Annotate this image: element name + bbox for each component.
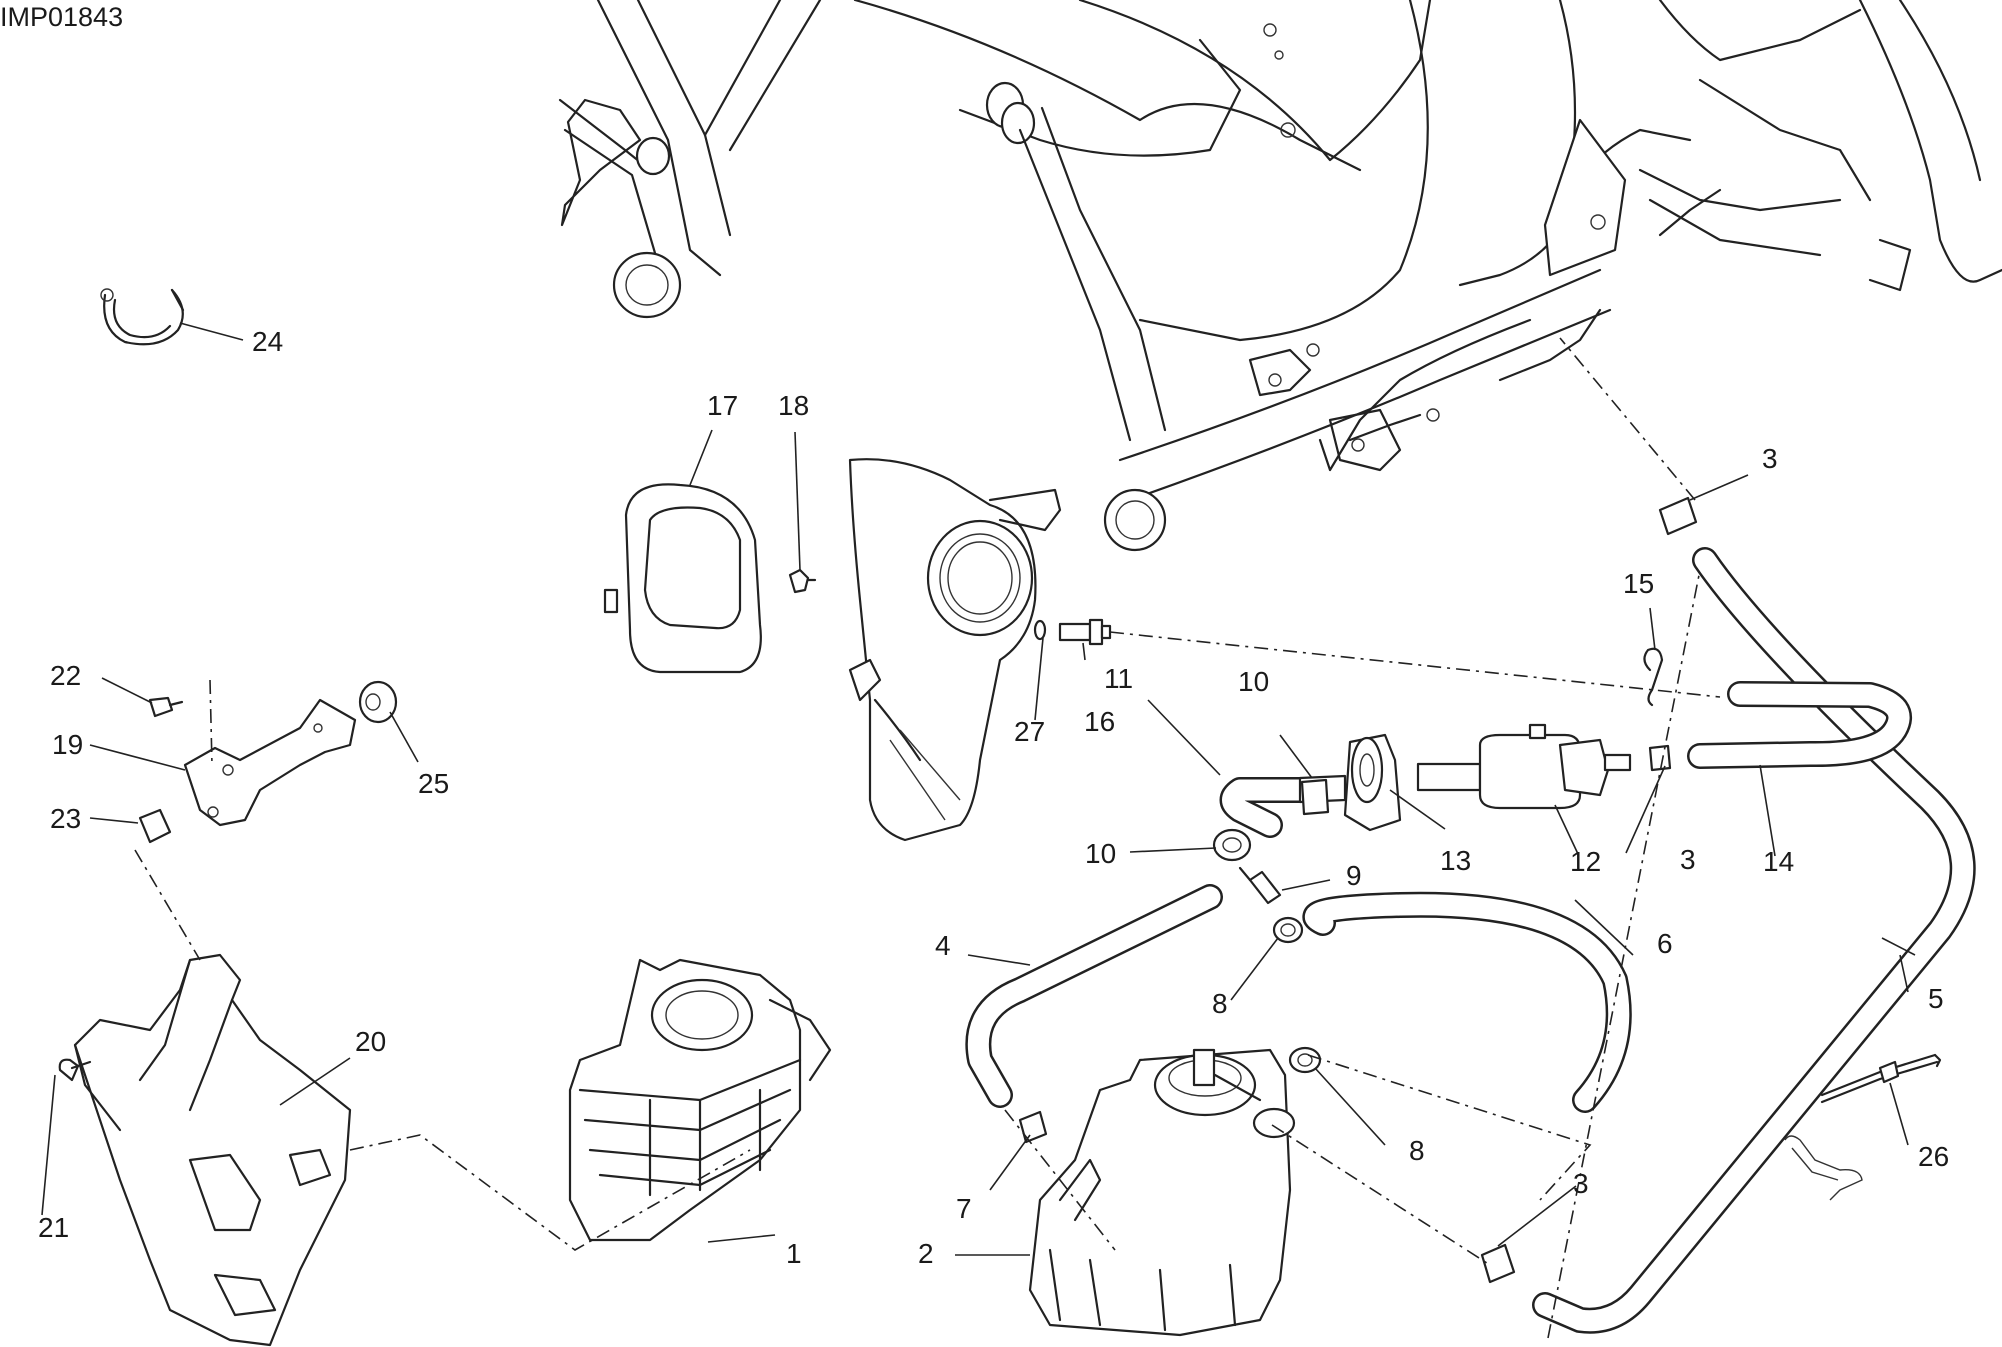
callout-13: 13 [1440, 845, 1472, 876]
hose-14 [1687, 681, 1912, 769]
bracket-19 [183, 698, 357, 827]
callout-25: 25 [418, 768, 450, 799]
heat-shield-17 [603, 483, 762, 674]
hose-5 [1532, 547, 1976, 1334]
support-13 [1343, 733, 1402, 832]
callout-7: 7 [956, 1193, 972, 1224]
callout-16: 16 [1084, 706, 1116, 737]
cable-tie-26 [1784, 1053, 1942, 1201]
clamp-3-top [1658, 496, 1698, 536]
o-ring-27 [1033, 619, 1047, 641]
fitting-16 [1058, 618, 1112, 646]
callout-9: 9 [1346, 860, 1362, 891]
hose-4 [965, 884, 1223, 1108]
callout-18: 18 [778, 390, 810, 421]
callout-6: 6 [1657, 928, 1673, 959]
clamp-3-mid [1648, 744, 1672, 772]
clip-15 [1643, 647, 1664, 707]
callout-8-upper: 8 [1212, 988, 1228, 1019]
clamp-8-lower [1288, 1046, 1322, 1074]
drawing-id: IMP01843 [0, 2, 124, 32]
callout-27: 27 [1014, 716, 1046, 747]
callout-24: 24 [252, 326, 284, 357]
nut-23 [138, 808, 172, 844]
callout-12: 12 [1570, 846, 1602, 877]
motorcycle-frame [558, 0, 2002, 552]
cover-20 [58, 953, 352, 1347]
callout-3-low: 3 [1573, 1168, 1589, 1199]
screw-18 [788, 568, 817, 594]
callout-14: 14 [1763, 846, 1795, 877]
callout-26: 26 [1918, 1141, 1950, 1172]
clip-24 [100, 288, 185, 346]
tank-2 [1028, 1048, 1296, 1337]
callout-4: 4 [935, 930, 951, 961]
callout-21: 21 [38, 1212, 70, 1243]
callout-10-upper: 10 [1238, 666, 1270, 697]
callout-19: 19 [52, 729, 84, 760]
callout-23: 23 [50, 803, 82, 834]
clamp-3-low [1480, 1243, 1516, 1284]
canister-housing-1 [568, 958, 832, 1242]
clamp-10-lower [1212, 828, 1252, 862]
callout-10-lower: 10 [1085, 838, 1117, 869]
intake-pipe [848, 458, 1062, 842]
clamp-10-upper [1300, 778, 1330, 816]
bolt-22 [148, 696, 184, 718]
assembly-centerlines [134, 337, 1721, 1339]
leader-lines [41, 322, 1916, 1256]
callout-20: 20 [355, 1026, 387, 1057]
callout-11: 11 [1104, 663, 1134, 694]
callout-3-top: 3 [1762, 443, 1778, 474]
callout-17: 17 [707, 390, 739, 421]
callout-3-mid: 3 [1680, 844, 1696, 875]
callout-5: 5 [1928, 983, 1944, 1014]
fitting-9 [1238, 866, 1282, 905]
callout-15: 15 [1623, 568, 1655, 599]
clamp-8-upper [1272, 916, 1304, 944]
grommet-25 [358, 680, 398, 724]
hose-6 [1302, 891, 1632, 1113]
callout-22: 22 [50, 660, 82, 691]
purge-valve-12 [1416, 723, 1632, 810]
callout-2: 2 [918, 1238, 934, 1269]
callout-1: 1 [786, 1238, 802, 1269]
callout-8-lower: 8 [1409, 1135, 1425, 1166]
clamp-7 [1018, 1110, 1048, 1144]
